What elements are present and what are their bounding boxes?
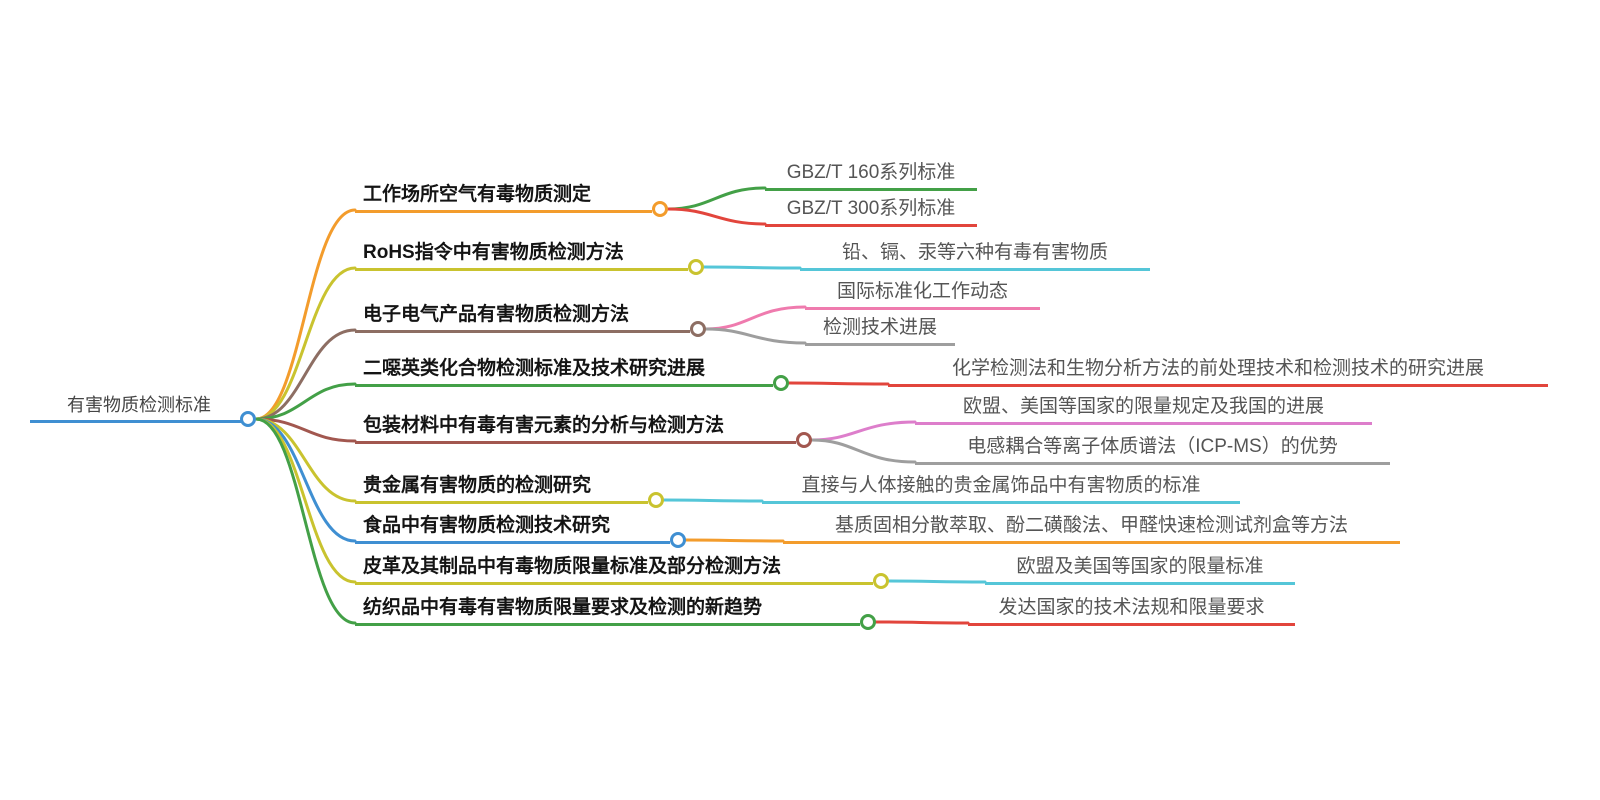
branch-node-2[interactable]: 电子电气产品有害物质检测方法: [355, 304, 690, 333]
edge-root-branch-6: [254, 417, 357, 543]
child-node-5-0[interactable]: 直接与人体接触的贵金属饰品中有害物质的标准: [762, 475, 1240, 504]
edge-branch-5-child-0: [662, 498, 764, 503]
edge-branch-0-child-0: [666, 186, 767, 211]
edge-branch-6-child-0: [684, 538, 785, 543]
root-node[interactable]: 有害物质检测标准: [30, 394, 248, 423]
edge-root-branch-7: [254, 417, 357, 584]
dot-branch-7[interactable]: [873, 573, 889, 589]
dot-root[interactable]: [240, 411, 256, 427]
dot-branch-3[interactable]: [773, 375, 789, 391]
child-node-3-0[interactable]: 化学检测法和生物分析方法的前处理技术和检测技术的研究进展: [888, 358, 1548, 387]
edge-root-branch-8: [254, 417, 357, 625]
dot-branch-6[interactable]: [670, 532, 686, 548]
dot-branch-1[interactable]: [688, 259, 704, 275]
edge-root-branch-5: [254, 417, 357, 503]
edge-branch-2-child-1: [704, 327, 807, 345]
child-node-7-0[interactable]: 欧盟及美国等国家的限量标准: [985, 556, 1295, 585]
dot-branch-5[interactable]: [648, 492, 664, 508]
branch-node-5[interactable]: 贵金属有害物质的检测研究: [355, 475, 648, 504]
branch-node-1[interactable]: RoHS指令中有害物质检测方法: [355, 242, 688, 271]
edge-branch-1-child-0: [702, 265, 802, 270]
child-node-2-1[interactable]: 检测技术进展: [805, 317, 955, 346]
edge-branch-2-child-0: [704, 305, 807, 331]
branch-node-8[interactable]: 纺织品中有毒有害物质限量要求及检测的新趋势: [355, 597, 860, 626]
child-node-0-0[interactable]: GBZ/T 160系列标准: [765, 162, 977, 191]
child-node-4-0[interactable]: 欧盟、美国等国家的限量规定及我国的进展: [915, 396, 1372, 425]
child-node-1-0[interactable]: 铅、镉、汞等六种有毒有害物质: [800, 242, 1150, 271]
child-node-2-0[interactable]: 国际标准化工作动态: [805, 281, 1040, 310]
dot-branch-4[interactable]: [796, 432, 812, 448]
branch-node-0[interactable]: 工作场所空气有毒物质测定: [355, 184, 652, 213]
child-node-8-0[interactable]: 发达国家的技术法规和限量要求: [968, 597, 1295, 626]
edge-branch-8-child-0: [874, 620, 970, 625]
edge-root-branch-0: [254, 208, 357, 421]
dot-branch-0[interactable]: [652, 201, 668, 217]
edge-root-branch-1: [254, 266, 357, 421]
edge-branch-3-child-0: [787, 381, 890, 386]
edge-root-branch-2: [254, 328, 357, 421]
child-node-6-0[interactable]: 基质固相分散萃取、酚二磺酸法、甲醛快速检测试剂盒等方法: [783, 515, 1400, 544]
edge-branch-0-child-1: [666, 207, 767, 226]
edge-root-branch-4: [254, 417, 357, 443]
branch-node-7[interactable]: 皮革及其制品中有毒物质限量标准及部分检测方法: [355, 556, 873, 585]
branch-node-6[interactable]: 食品中有害物质检测技术研究: [355, 515, 670, 544]
branch-node-3[interactable]: 二噁英类化合物检测标准及技术研究进展: [355, 358, 773, 387]
branch-node-4[interactable]: 包装材料中有毒有害元素的分析与检测方法: [355, 415, 796, 444]
edge-root-branch-3: [254, 382, 357, 421]
edge-branch-4-child-1: [810, 438, 917, 464]
child-node-0-1[interactable]: GBZ/T 300系列标准: [765, 198, 977, 227]
edge-branch-7-child-0: [887, 579, 987, 584]
edge-branch-4-child-0: [810, 420, 917, 442]
dot-branch-2[interactable]: [690, 321, 706, 337]
dot-branch-8[interactable]: [860, 614, 876, 630]
child-node-4-1[interactable]: 电感耦合等离子体质谱法（ICP-MS）的优势: [915, 436, 1390, 465]
